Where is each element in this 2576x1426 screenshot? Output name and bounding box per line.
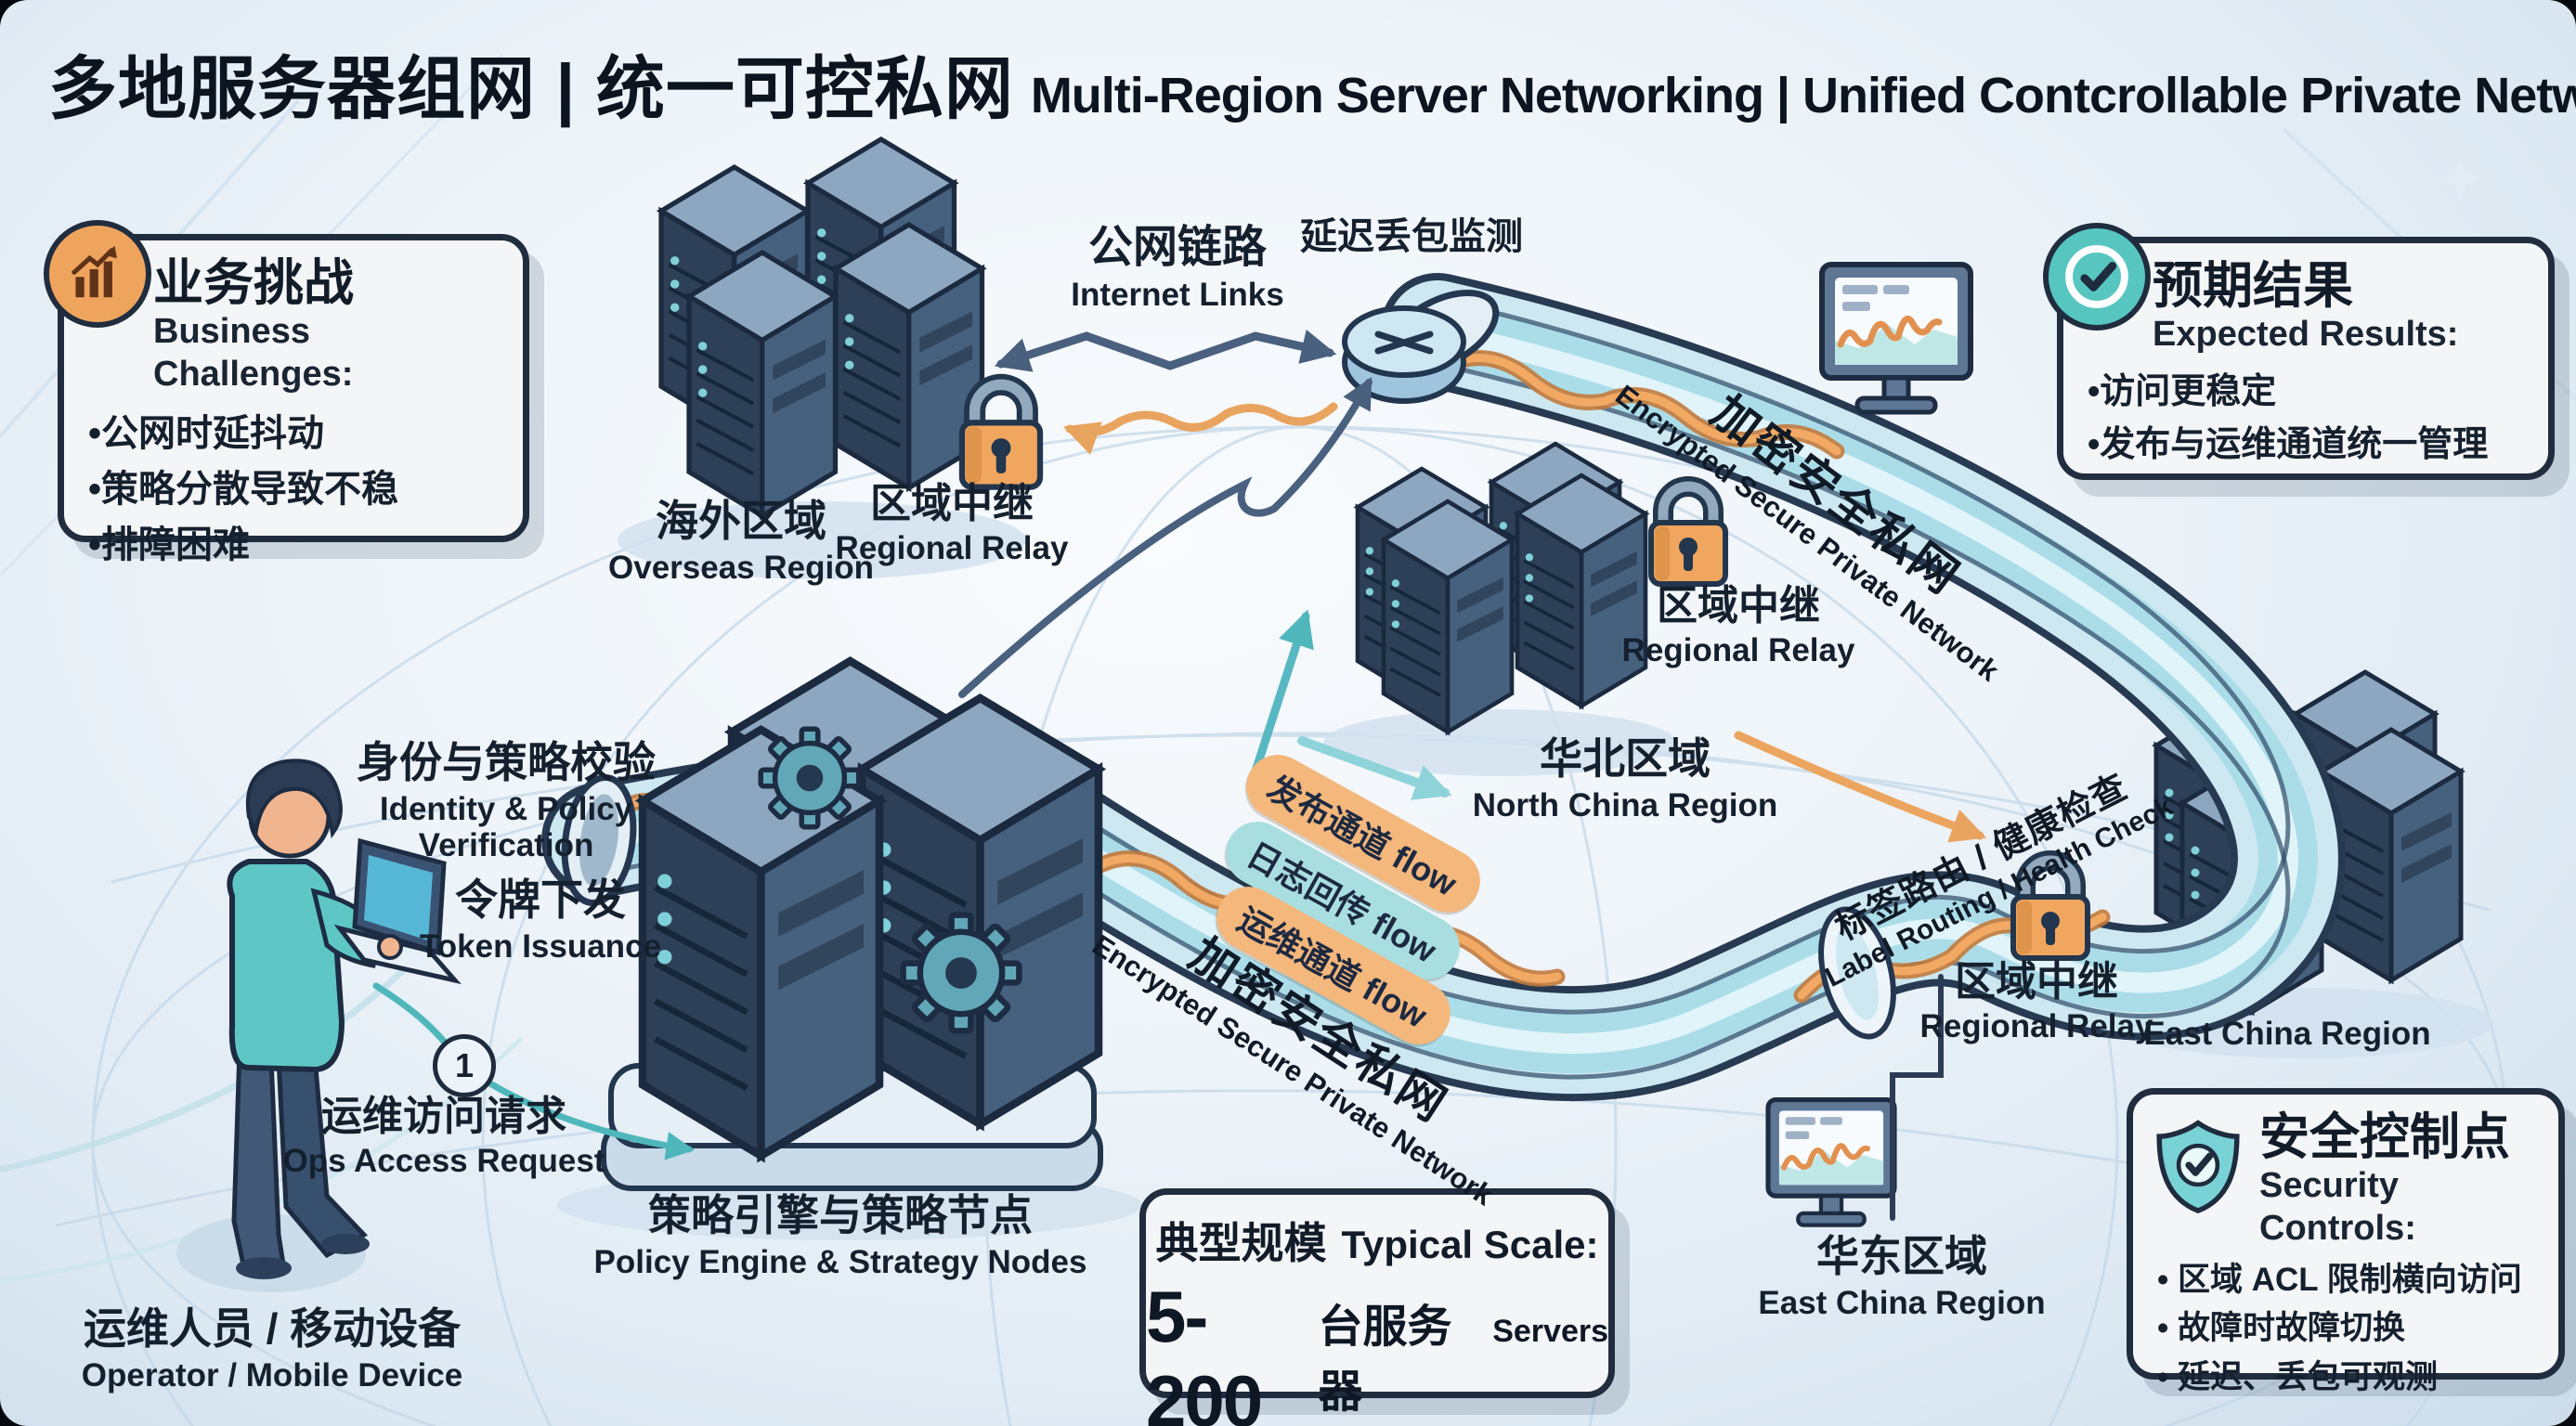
challenge-item: •排障困难	[88, 524, 251, 565]
page-title-zh: 多地服务器组网 | 统一可控私网	[48, 50, 1014, 127]
latency-monitor-label: 延迟丢包监测	[1300, 216, 1523, 257]
overseas-server-cluster	[661, 139, 982, 516]
lock-icon	[962, 384, 1040, 486]
result-item: •发布与运维通道统一管理	[2088, 425, 2489, 465]
check-circle-icon	[2043, 223, 2151, 331]
north-china-region-label: 华北区域 North China Region	[1472, 734, 1778, 823]
step-1-badge: 1	[433, 1034, 496, 1097]
internet-links-label: 公网链路 Internet Links	[1071, 223, 1284, 313]
north-to-pipe-arrow	[1734, 731, 1987, 843]
scale-unit-en: Servers	[1492, 1314, 1608, 1349]
regional-relay-label-overseas: 区域中继 Regional Relay	[835, 481, 1069, 567]
relay-return-arrow	[1062, 402, 1338, 455]
east-china-region-label-right: East China Region	[2143, 1016, 2431, 1052]
monitoring-screen-icon	[1822, 265, 1971, 412]
results-title-zh: 预期结果	[2153, 258, 2353, 314]
internet-link-arrow	[994, 329, 1337, 372]
security-title-zh: 安全控制点	[2259, 1109, 2510, 1165]
gear-icon	[904, 915, 1020, 1031]
challenge-item: •策略分散导致不稳	[88, 468, 399, 510]
challenges-title-zh: 业务挑战	[153, 255, 354, 311]
token-issuance-label: 令牌下发 Token Issuance	[419, 875, 662, 965]
operator-person	[227, 758, 462, 1279]
ops-access-request-label: 运维访问请求 Ops Access Request	[282, 1094, 605, 1180]
bar-chart-icon	[44, 220, 151, 328]
monitoring-screen-icon	[1768, 1100, 1894, 1225]
challenge-item: •公网时延抖动	[88, 412, 325, 454]
expected-results-card: 预期结果 Expected Results: •访问更稳定 •发布与运维通道统一…	[2043, 223, 2555, 480]
regional-relay-label-north: 区域中继 Regional Relay	[1621, 583, 1855, 669]
east-connector-line	[1890, 974, 1944, 1221]
security-item: • 区域 ACL 限制横向访问	[2157, 1261, 2522, 1298]
overseas-region-label: 海外区域 Overseas Region	[608, 497, 874, 586]
typical-scale-card: 典型规模 Typical Scale: 5-200 台服务器 Servers	[1139, 1188, 1615, 1426]
laptop-icon	[333, 837, 462, 985]
security-item: • 延迟、丢包可观测	[2157, 1358, 2438, 1395]
pipe-flow-direction-arrow	[1297, 736, 1452, 800]
result-item: •访问更稳定	[2088, 372, 2277, 412]
security-item: • 故障时故障切换	[2157, 1310, 2405, 1347]
scale-unit-zh: 台服务器	[1318, 1303, 1452, 1417]
identity-policy-label: 身份与策略校验 Identity & Policy Verification	[357, 738, 656, 863]
shield-check-icon	[2152, 1113, 2244, 1217]
operator-label: 运维人员 / 移动设备 Operator / Mobile Device	[81, 1304, 463, 1394]
security-controls-card: 安全控制点 Security Controls: • 区域 ACL 限制横向访问…	[2127, 1088, 2565, 1395]
page-title: 多地服务器组网 | 统一可控私网 Multi-Region Server Net…	[48, 33, 2576, 133]
page-title-en: Multi-Region Server Networking | Unified…	[1030, 68, 2576, 123]
security-title-en: Security Controls:	[2259, 1166, 2416, 1249]
policy-engine-label: 策略引擎与策略节点 Policy Engine & Strategy Nodes	[593, 1191, 1087, 1280]
router-hub-icon	[1342, 305, 1466, 404]
east-china-region-label-bottom: 华东区域 East China Region	[1758, 1232, 2046, 1321]
challenges-title-en: Business Challenges:	[153, 312, 354, 395]
scale-value: 5-200	[1146, 1276, 1263, 1426]
business-challenges-card: 业务挑战 Business Challenges: •公网时延抖动 •策略分散导…	[44, 220, 529, 565]
gear-icon	[761, 729, 859, 827]
policy-engine-cluster	[601, 661, 1103, 1191]
policy-to-router-arrow	[958, 377, 1373, 698]
regional-relay-label-east: 区域中继 Regional Relay	[1919, 959, 2153, 1045]
north-china-server-cluster	[1358, 444, 1646, 732]
scale-title-zh: 典型规模	[1155, 1219, 1327, 1267]
scale-title-en: Typical Scale:	[1341, 1223, 1599, 1266]
results-title-en: Expected Results:	[2153, 315, 2459, 355]
lock-icon	[1651, 486, 1725, 584]
